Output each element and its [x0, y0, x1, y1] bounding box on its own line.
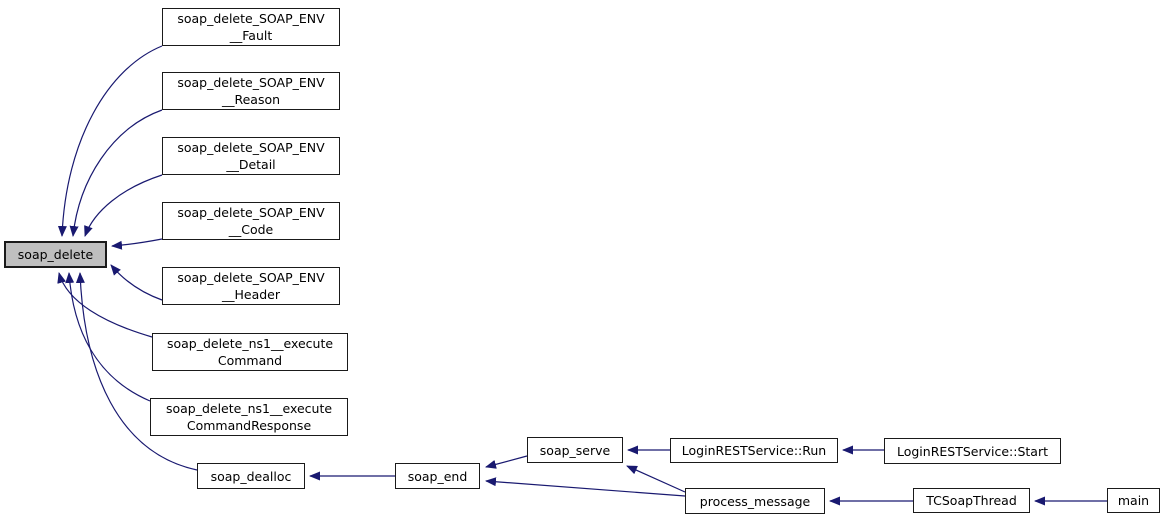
- node-label-line2: __Header: [221, 287, 280, 302]
- node-soap-delete-ns1-execute-command-response[interactable]: soap_delete_ns1__execute CommandResponse: [150, 398, 348, 436]
- node-label-line1: soap_delete_SOAP_ENV: [177, 11, 325, 26]
- edge-header-to-soap-delete: [110, 264, 163, 301]
- edge-soap-serve-to-soap-end: [485, 455, 528, 469]
- node-label: soap_serve: [539, 442, 611, 458]
- node-soap-delete-ns1-execute-command[interactable]: soap_delete_ns1__execute Command: [152, 333, 348, 371]
- node-soap-delete[interactable]: soap_delete: [4, 241, 107, 268]
- edge-reason-to-soap-delete: [69, 109, 163, 237]
- node-login-rest-service-start[interactable]: LoginRESTService::Start: [884, 438, 1061, 464]
- node-label-line2: Command: [217, 353, 283, 368]
- node-soap-serve[interactable]: soap_serve: [527, 437, 623, 463]
- node-main[interactable]: main: [1107, 488, 1160, 513]
- node-soap-dealloc[interactable]: soap_dealloc: [197, 463, 305, 489]
- node-label: LoginRESTService::Start: [896, 443, 1049, 459]
- edge-fault-to-soap-delete: [57, 45, 163, 237]
- node-soap-delete-soap-env-header[interactable]: soap_delete_SOAP_ENV __Header: [162, 267, 340, 305]
- node-soap-delete-soap-env-fault[interactable]: soap_delete_SOAP_ENV __Fault: [162, 8, 340, 46]
- node-soap-end[interactable]: soap_end: [395, 463, 480, 489]
- node-soap-delete-soap-env-detail[interactable]: soap_delete_SOAP_ENV __Detail: [162, 137, 340, 175]
- edge-detail-to-soap-delete: [84, 174, 163, 237]
- node-process-message[interactable]: process_message: [685, 488, 825, 514]
- node-label: soap_end: [407, 468, 468, 484]
- node-label: LoginRESTService::Run: [681, 443, 827, 458]
- node-label: main: [1117, 493, 1150, 508]
- edge-code-to-soap-delete: [111, 238, 163, 250]
- node-label-line1: soap_delete_ns1__execute: [165, 401, 333, 416]
- node-label-line1: soap_delete_SOAP_ENV: [177, 140, 325, 155]
- edge-soap-dealloc-to-soap-delete: [75, 272, 198, 471]
- edge-process-message-to-soap-end: [485, 477, 686, 497]
- node-label-line2: __Fault: [229, 28, 273, 43]
- node-label-line2: CommandResponse: [186, 418, 312, 433]
- node-label-line1: soap_delete_SOAP_ENV: [177, 205, 325, 220]
- node-label-line1: soap_delete_SOAP_ENV: [177, 75, 325, 90]
- node-label-line1: soap_delete_SOAP_ENV: [177, 270, 325, 285]
- edge-exec-command-to-soap-delete: [57, 272, 153, 338]
- node-label-line2: __Detail: [226, 157, 276, 172]
- node-label-line1: soap_delete_ns1__execute: [166, 336, 334, 351]
- node-soap-delete-soap-env-reason[interactable]: soap_delete_SOAP_ENV __Reason: [162, 72, 340, 110]
- node-label-line2: __Reason: [221, 92, 281, 107]
- node-soap-delete-soap-env-code[interactable]: soap_delete_SOAP_ENV __Code: [162, 202, 340, 240]
- edge-process-message-to-soap-serve: [626, 465, 686, 493]
- node-label: soap_delete: [17, 247, 94, 262]
- node-label: soap_dealloc: [210, 468, 292, 484]
- node-label-line2: __Code: [228, 222, 274, 237]
- node-tcsoapthread[interactable]: TCSoapThread: [913, 488, 1030, 513]
- node-label: process_message: [699, 493, 811, 509]
- node-login-rest-service-run[interactable]: LoginRESTService::Run: [670, 438, 838, 463]
- node-label: TCSoapThread: [926, 493, 1017, 508]
